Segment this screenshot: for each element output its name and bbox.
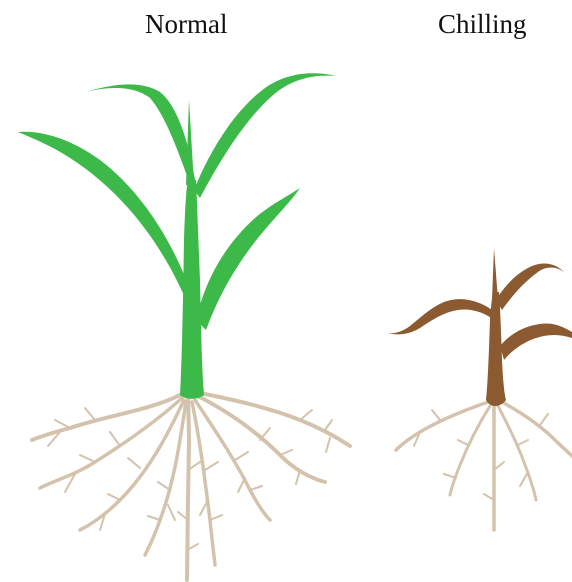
normal-rootlet [280, 450, 292, 455]
normal-rootlet [158, 482, 170, 490]
normal-rootlet [55, 420, 70, 428]
normal-leaf [196, 188, 300, 330]
normal-rootlet [300, 410, 312, 420]
normal-root [200, 393, 350, 446]
normal-rootlet [326, 438, 330, 452]
normal-stem [180, 180, 204, 399]
normal-leaf [194, 73, 336, 198]
chilling-rootlet [520, 472, 528, 486]
normal-plant-roots [32, 392, 350, 580]
normal-rootlet [85, 408, 95, 420]
chilling-leaf [388, 299, 494, 334]
normal-rootlet [235, 452, 248, 460]
normal-rootlet [110, 432, 120, 446]
normal-rootlet [325, 420, 332, 430]
normal-rootlet [210, 515, 222, 520]
normal-plant [18, 73, 350, 580]
chilling-leaf [500, 323, 572, 360]
chilling-rootlet [432, 410, 440, 420]
chilling-leaf [496, 264, 564, 310]
chilling-plant [388, 248, 572, 530]
normal-plant-shoot [18, 73, 336, 398]
normal-rootlet [128, 458, 140, 468]
normal-rootlet [108, 494, 120, 500]
chilling-rootlet [518, 440, 528, 445]
normal-rootlet [205, 462, 218, 470]
chilling-root [450, 406, 490, 495]
normal-rootlet [148, 516, 160, 520]
normal-leaf [186, 100, 194, 185]
normal-rootlet [238, 478, 245, 492]
normal-rootlet [260, 428, 270, 440]
chilling-rootlet [458, 440, 468, 445]
normal-leaf [18, 132, 190, 300]
normal-rootlet [250, 486, 262, 490]
chilling-root [396, 402, 488, 450]
normal-rootlet [168, 505, 175, 520]
normal-root-main [187, 392, 189, 580]
chilling-root [502, 402, 572, 456]
chilling-plant-roots [396, 402, 572, 530]
chilling-plant-shoot [388, 248, 572, 406]
normal-rootlet [80, 455, 95, 462]
chilling-rootlet [540, 414, 548, 425]
